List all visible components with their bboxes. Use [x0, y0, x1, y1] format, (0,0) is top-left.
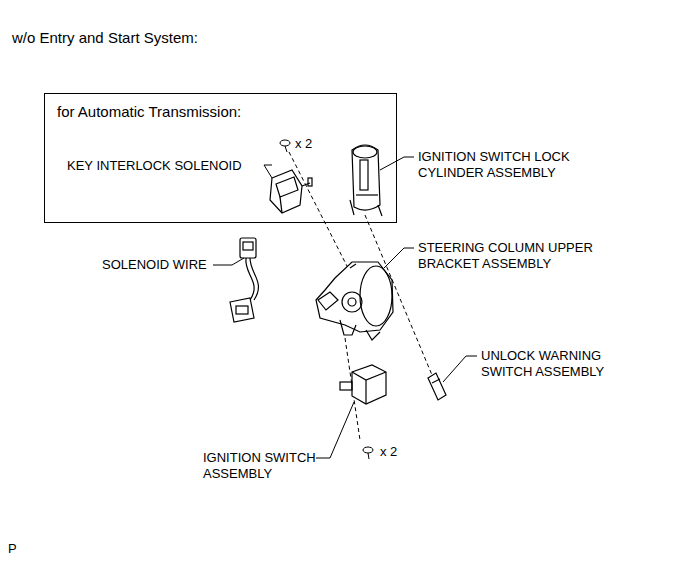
figure-code: P	[8, 541, 17, 557]
lock-cylinder-drawing	[350, 145, 382, 216]
ignition-switch-drawing	[340, 365, 386, 404]
part-name: SOLENOID WIRE	[102, 257, 207, 273]
leader-line	[213, 157, 477, 458]
part-name: IGNITION SWITCH ASSEMBLY	[203, 450, 333, 482]
group-box: for Automatic Transmission: KEY INTERLOCK…	[44, 93, 397, 223]
diagram-title: w/o Entry and Start System:	[12, 30, 198, 46]
assembly-line	[289, 152, 432, 440]
group-heading: for Automatic Transmission:	[57, 104, 241, 120]
part-name: KEY INTERLOCK SOLENOID	[67, 158, 242, 174]
part-name: UNLOCK WARNING SWITCH ASSEMBLY	[481, 348, 621, 380]
solenoid-drawing	[270, 170, 312, 213]
part-name: STEERING COLUMN UPPER BRACKET ASSEMBLY	[418, 240, 613, 272]
part-name: IGNITION SWITCH LOCK CYLINDER ASSEMBLY	[418, 149, 593, 181]
screw-symbol	[363, 447, 373, 459]
screw-symbol	[280, 140, 290, 152]
solenoid-wire-drawing	[230, 238, 258, 322]
unlock-switch-drawing	[428, 373, 446, 400]
bracket-drawing	[316, 262, 393, 340]
quantity-label: x 2	[380, 444, 397, 460]
quantity-label: x 2	[295, 136, 312, 152]
